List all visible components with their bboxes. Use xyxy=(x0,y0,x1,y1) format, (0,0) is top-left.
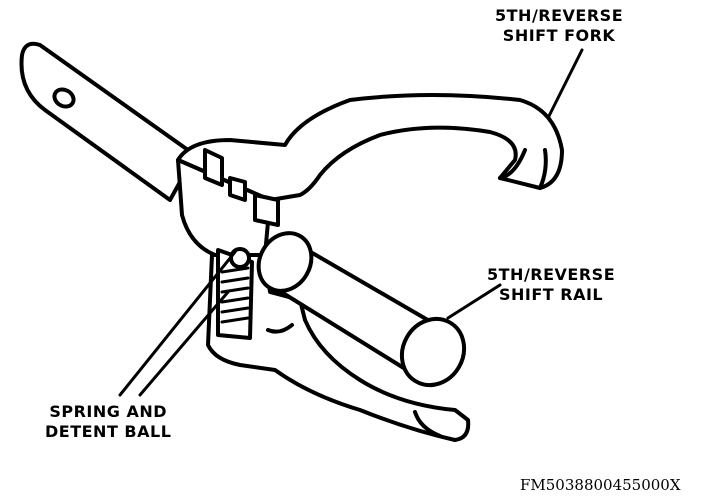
shift-fork-label-line1: 5TH/REVERSE xyxy=(495,6,624,25)
rail-hole xyxy=(52,87,76,109)
rail-left-end xyxy=(19,41,197,202)
spring-leader-1 xyxy=(118,250,237,397)
shift-rail xyxy=(256,231,467,388)
spring-detent-label-line2: DETENT BALL xyxy=(45,422,172,441)
rail-end-face xyxy=(399,316,467,388)
detent-spring xyxy=(216,247,254,340)
figure-code: FM5038800455000X xyxy=(520,476,681,494)
shift-fork-label-line2: SHIFT FORK xyxy=(502,26,616,45)
shift-fork xyxy=(176,93,564,442)
fork-leader xyxy=(546,48,584,120)
shift-rail-label: 5TH/REVERSE SHIFT RAIL xyxy=(487,265,615,305)
spring-detent-label: SPRING AND DETENT BALL xyxy=(45,402,171,442)
shift-fork-label: 5TH/REVERSE SHIFT FORK xyxy=(495,6,623,46)
leader-lines xyxy=(118,48,584,397)
shift-rail-label-line1: 5TH/REVERSE xyxy=(487,265,616,284)
shift-rail-label-line2: SHIFT RAIL xyxy=(498,285,604,304)
rail-leader xyxy=(446,283,502,320)
spring-leader-2 xyxy=(138,290,230,397)
spring-detent-label-line1: SPRING AND xyxy=(49,402,168,421)
